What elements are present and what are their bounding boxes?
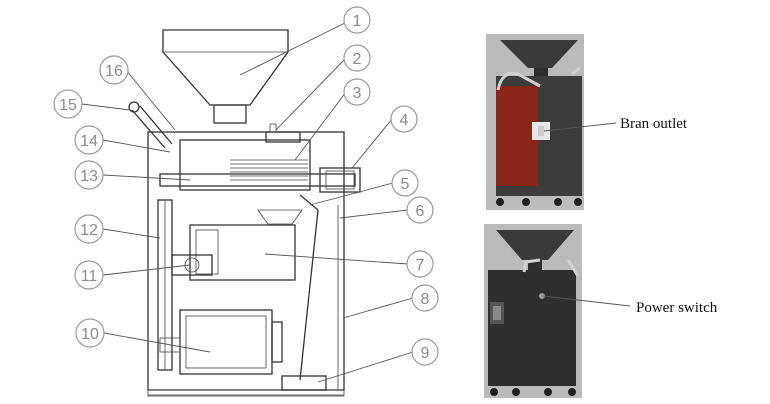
photo-power-switch [484, 224, 582, 398]
bran-outlet-label: Bran outlet [620, 116, 688, 132]
callout-number: 16 [105, 63, 123, 80]
callout-2: 2 [275, 44, 371, 131]
callout-11: 11 [74, 260, 191, 290]
callout-7: 7 [264, 250, 434, 278]
callout-3: 3 [294, 78, 371, 161]
photo-hopper [496, 230, 574, 260]
callout-number: 14 [80, 133, 98, 150]
callout-number: 11 [81, 268, 98, 285]
cross-section-drawing: 1 2 3 4 5 6 7 [53, 6, 439, 397]
power-switch-pointer [542, 295, 631, 307]
callout-number: 7 [416, 257, 425, 274]
callout-5: 5 [309, 169, 419, 206]
hopper-neck [213, 104, 247, 124]
milling-chamber [179, 139, 311, 191]
callout-number: 5 [401, 176, 410, 193]
callout-16: 16 [99, 55, 176, 131]
polishing-chamber [189, 224, 296, 281]
callout-number: 9 [421, 345, 430, 362]
callout-number: 6 [416, 203, 425, 220]
callout-14: 14 [74, 125, 171, 155]
power-switch-label: Power switch [636, 300, 718, 316]
callout-6: 6 [339, 196, 434, 224]
callout-13: 13 [74, 160, 191, 190]
machine-frame [147, 131, 345, 391]
callout-10: 10 [75, 318, 211, 353]
photo-bran-outlet [486, 34, 584, 210]
callout-number: 15 [59, 97, 77, 114]
callout-number: 3 [353, 85, 362, 102]
callout-number: 8 [421, 291, 430, 308]
callout-number: 2 [353, 51, 362, 68]
callout-9: 9 [317, 338, 439, 383]
milling-screen [230, 159, 308, 181]
bran-outlet-pointer [543, 122, 617, 132]
callout-8: 8 [342, 284, 439, 319]
callout-number: 13 [80, 168, 98, 185]
photo-machine-body [488, 270, 576, 386]
callout-15: 15 [53, 89, 131, 119]
callout-number: 4 [400, 112, 409, 129]
screw-shaft [159, 173, 356, 187]
callout-4: 4 [351, 105, 418, 169]
callout-number: 12 [80, 222, 98, 239]
photo-hopper [500, 40, 578, 68]
callout-number: 1 [353, 13, 362, 30]
motor [179, 309, 273, 375]
callout-number: 10 [81, 326, 99, 343]
callout-1: 1 [239, 6, 371, 76]
callout-12: 12 [74, 214, 161, 244]
hopper [162, 29, 289, 106]
